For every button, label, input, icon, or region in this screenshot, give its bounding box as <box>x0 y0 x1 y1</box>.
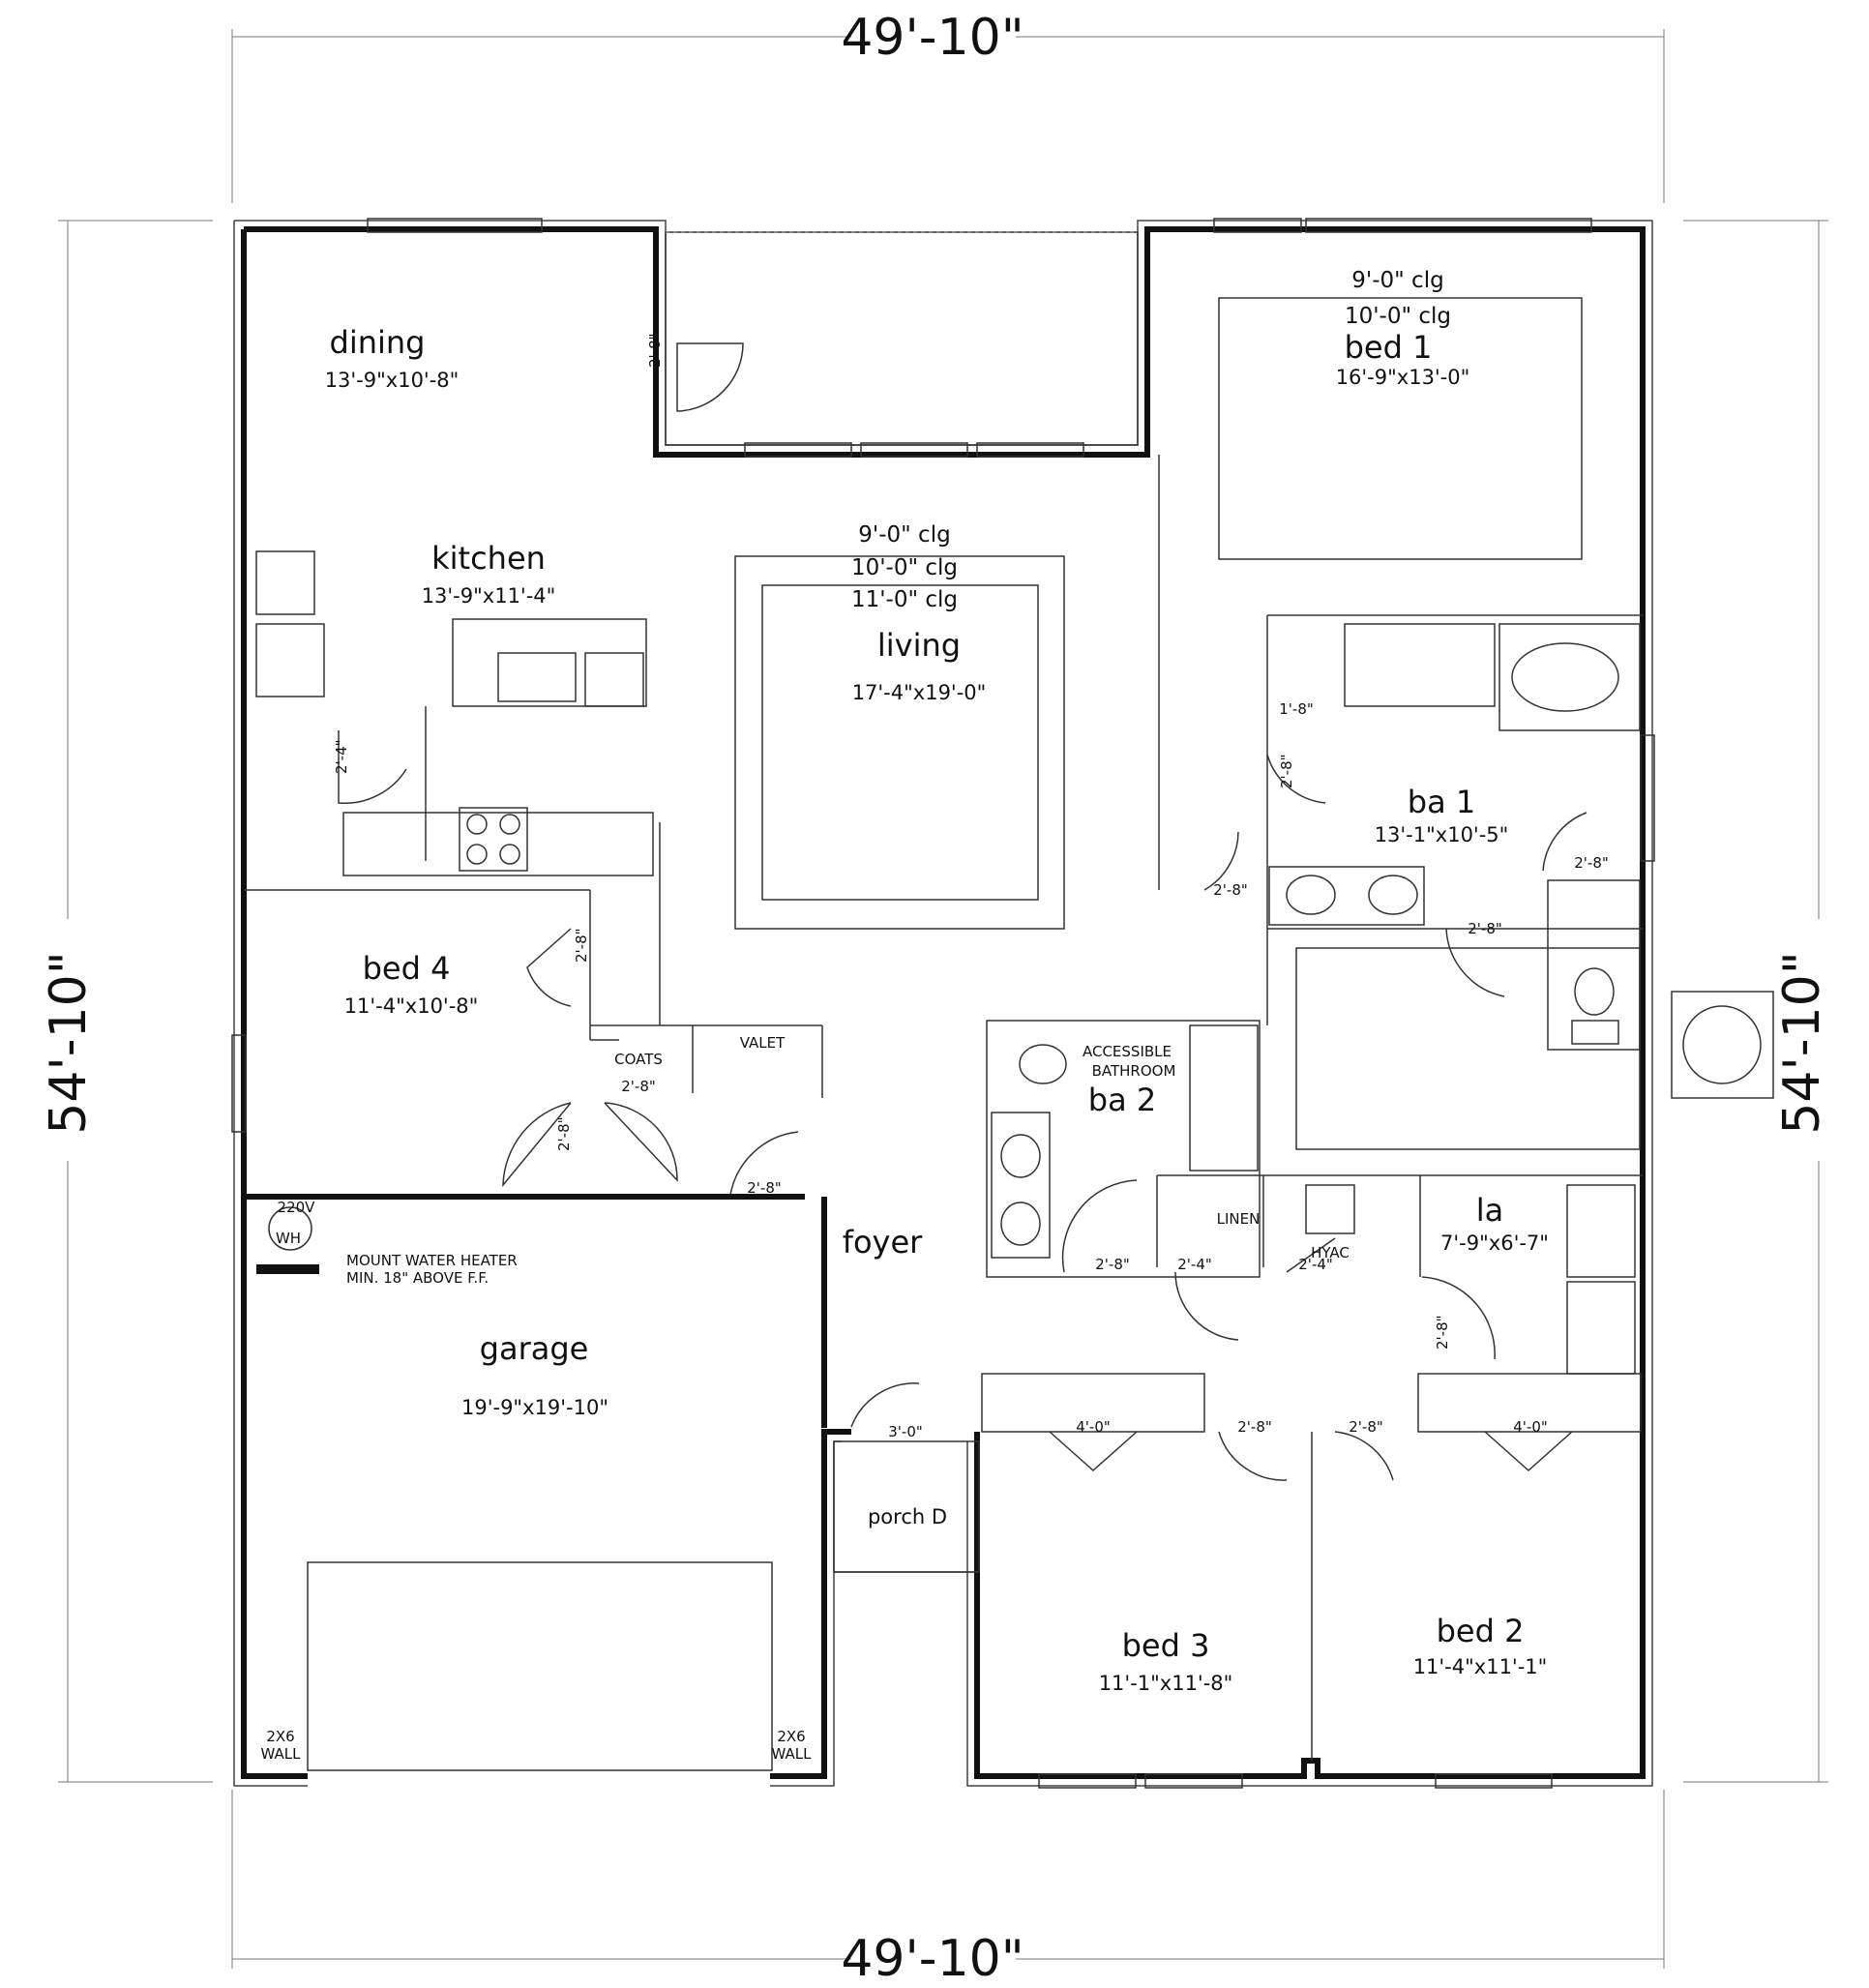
ba2-note-1: ACCESSIBLE <box>1083 1043 1172 1060</box>
door-bed2-closet: 4'-0" <box>1513 1418 1548 1436</box>
wall-2x6-left: 2X6 <box>266 1728 294 1745</box>
ba2-label: ba 2 <box>1088 1082 1156 1118</box>
door-dining: 2'-8" <box>646 333 664 368</box>
living-label: living <box>877 627 961 664</box>
door-coats: 2'-8" <box>621 1078 656 1095</box>
bed3-size: 11'-1"x11'-8" <box>1099 1672 1233 1695</box>
porch-label: porch D <box>868 1505 947 1528</box>
bed2-size: 11'-4"x11'-1" <box>1413 1655 1548 1678</box>
kitchen-size: 13'-9"x11'-4" <box>422 584 556 608</box>
living-clg-2: 10'-0" clg <box>851 555 958 580</box>
dining-size: 13'-9"x10'-8" <box>325 369 460 392</box>
door-ba1-closet2: 2'-8" <box>1468 920 1502 937</box>
la-size: 7'-9"x6'-7" <box>1440 1231 1549 1255</box>
bed1-label: bed 1 <box>1345 329 1433 366</box>
door-bed3: 2'-8" <box>1237 1418 1272 1436</box>
wall-2x6-right: 2X6 <box>777 1728 805 1745</box>
bed1-size: 16'-9"x13'-0" <box>1336 366 1470 389</box>
door-hvac: 2'-4" <box>1298 1256 1333 1273</box>
wall-word-left: WALL <box>261 1745 302 1763</box>
linen-note: LINEN <box>1217 1210 1261 1228</box>
door-garage: 2'-8" <box>747 1179 782 1197</box>
door-bed4: 2'-8" <box>555 1116 573 1151</box>
wh-note: WH <box>276 1230 301 1247</box>
dining-label: dining <box>330 324 426 361</box>
overall-depth-left: 54'-10" <box>40 951 98 1134</box>
door-bed4-closet: 2'-8" <box>573 928 590 963</box>
living-size: 17'-4"x19'-0" <box>852 681 987 704</box>
v220-note: 220V <box>278 1199 316 1216</box>
exterior-walls <box>233 220 1653 1787</box>
water-heater-note-1: MOUNT WATER HEATER <box>346 1252 518 1269</box>
overall-width-top: 49'-10" <box>841 9 1024 67</box>
bed1-clg-2: 10'-0" clg <box>1345 304 1451 329</box>
bed3-label: bed 3 <box>1122 1627 1210 1664</box>
living-clg-3: 11'-0" clg <box>851 587 958 612</box>
ba2-note-2: BATHROOM <box>1092 1062 1176 1080</box>
door-ba1-toilet: 2'-8" <box>1574 854 1609 872</box>
bed2-label: bed 2 <box>1437 1613 1525 1649</box>
bed4-size: 11'-4"x10'-8" <box>344 994 479 1018</box>
ba1-size: 13'-1"x10'-5" <box>1375 823 1509 846</box>
foyer-label: foyer <box>843 1224 923 1261</box>
door-linen: 2'-4" <box>1177 1256 1212 1273</box>
overall-depth-right: 54'-10" <box>1773 951 1831 1134</box>
door-bed1: 2'-8" <box>1213 881 1248 899</box>
hvac-note: HYAC <box>1311 1244 1350 1261</box>
garage-label: garage <box>480 1330 589 1367</box>
valet-note: VALET <box>740 1034 786 1052</box>
water-heater-note-2: MIN. 18" ABOVE F.F. <box>346 1269 489 1287</box>
door-ba1-wc: 1'-8" <box>1279 700 1314 718</box>
bed1-clg-1: 9'-0" clg <box>1351 268 1443 293</box>
kitchen-label: kitchen <box>431 540 546 577</box>
wall-word-right: WALL <box>772 1745 813 1763</box>
la-label: la <box>1476 1192 1504 1229</box>
door-swings <box>338 342 1587 1481</box>
door-la: 2'-8" <box>1434 1315 1451 1350</box>
door-ba1-closet: 2'-8" <box>1278 754 1295 788</box>
door-porch: 3'-0" <box>888 1423 923 1440</box>
door-bed2: 2'-8" <box>1349 1418 1383 1436</box>
door-bed3-closet: 4'-0" <box>1076 1418 1111 1436</box>
overall-width-bottom: 49'-10" <box>841 1930 1024 1988</box>
interior-walls <box>244 297 1774 1771</box>
door-kitchen-pantry: 2'-4" <box>333 739 350 774</box>
living-clg-1: 9'-0" clg <box>858 522 950 548</box>
coats-note: COATS <box>614 1051 663 1068</box>
ba1-label: ba 1 <box>1408 784 1475 820</box>
bed4-label: bed 4 <box>363 950 451 987</box>
garage-size: 19'-9"x19'-10" <box>461 1396 608 1419</box>
door-ba2: 2'-8" <box>1095 1256 1130 1273</box>
dimension-lines: 49'-10" 49'-10" 54'-10" 54'-10" <box>39 9 1848 1988</box>
windows <box>231 218 1655 1789</box>
